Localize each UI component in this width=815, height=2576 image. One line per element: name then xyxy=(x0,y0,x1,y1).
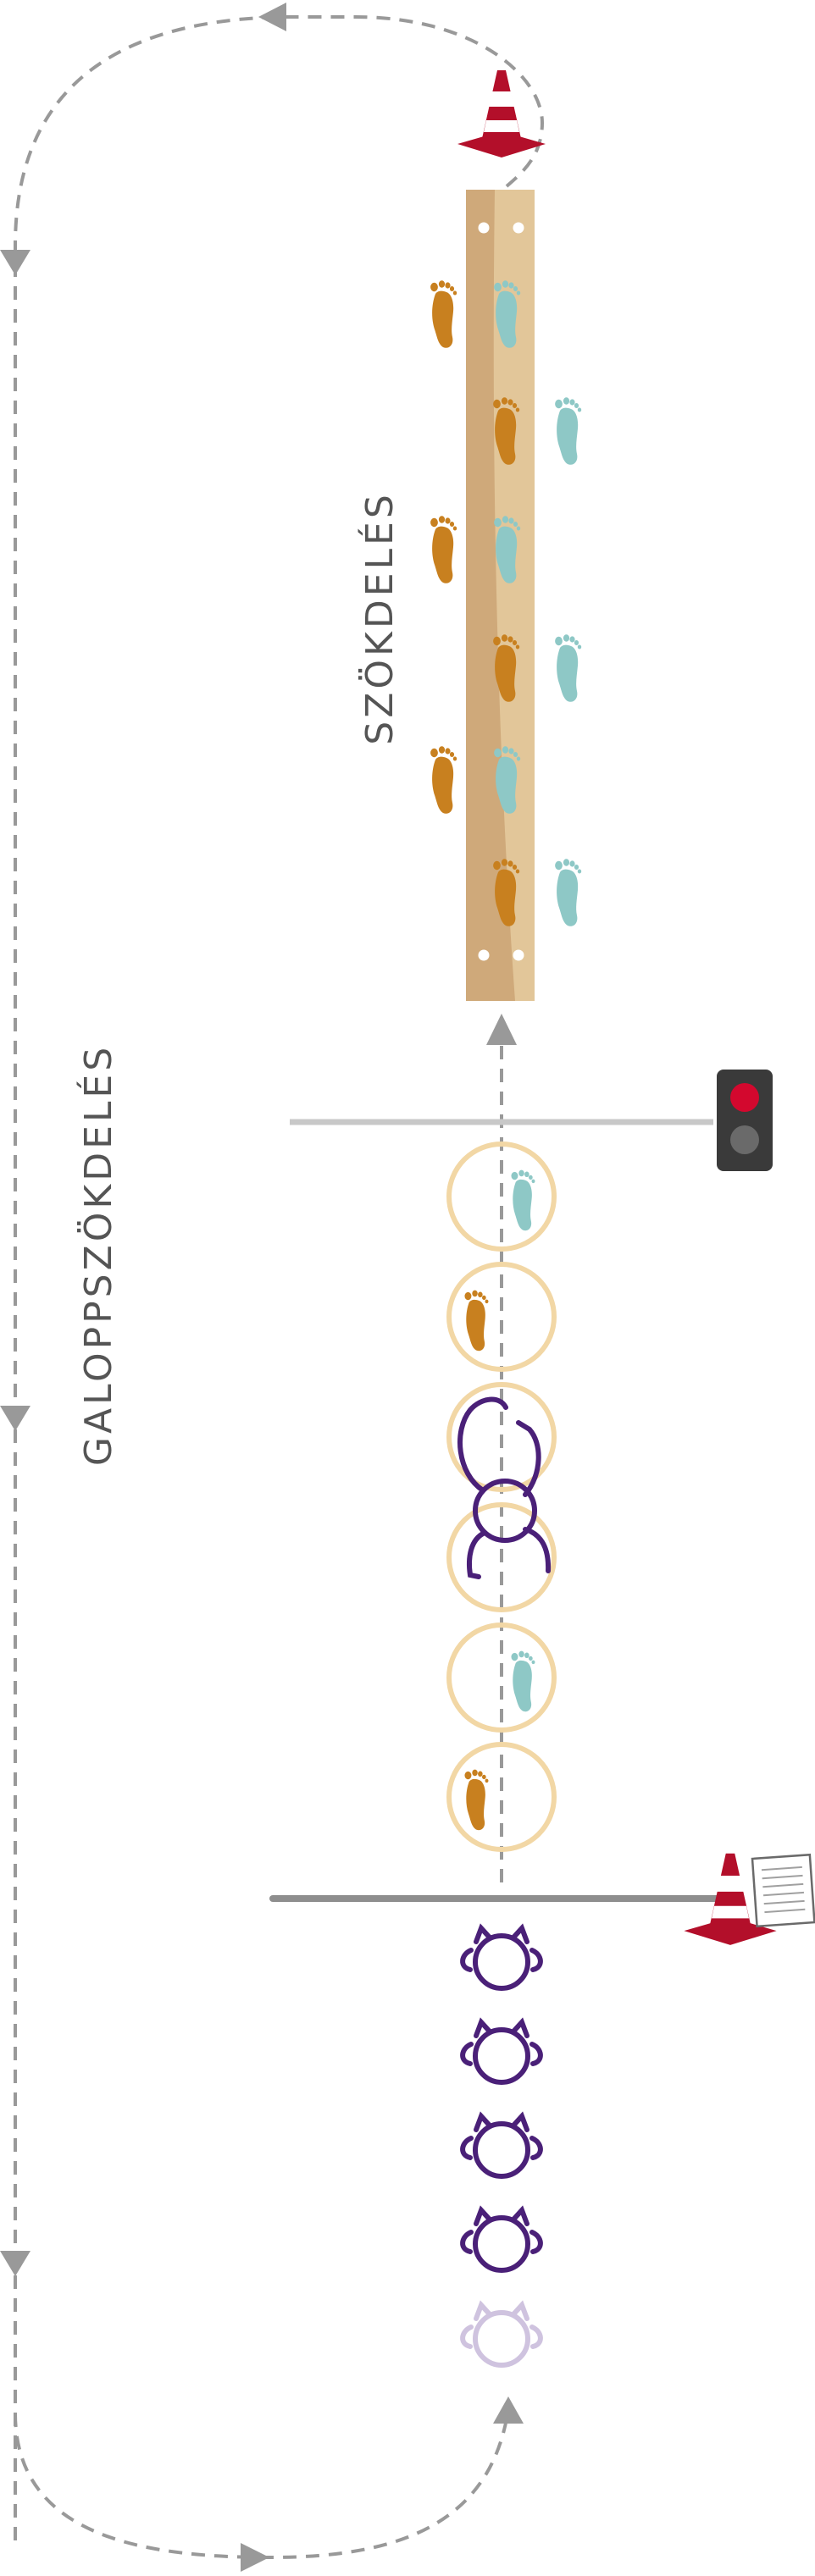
arrow-icon xyxy=(0,2251,30,2276)
arrow-icon xyxy=(486,1014,517,1045)
hoop-icon xyxy=(446,1382,557,1492)
child-icon xyxy=(463,1928,541,1988)
gallop-skipping-label: GALOPPSZÖKDELÉS xyxy=(75,1044,120,1466)
direction-arrows xyxy=(0,3,524,2572)
children-queue xyxy=(463,1928,541,2365)
footprint-icon xyxy=(430,516,457,583)
footprint-icon xyxy=(430,746,457,814)
hoop-icon xyxy=(446,1262,557,1372)
hoop-icon xyxy=(446,1742,557,1852)
child-icon xyxy=(463,2305,541,2365)
hoop-icon xyxy=(446,1622,557,1733)
hoop-icon xyxy=(446,1502,557,1612)
arrow-icon xyxy=(493,2396,524,2424)
traffic-light-icon xyxy=(717,1070,773,1171)
clipboard-icon xyxy=(751,1853,815,1928)
hoops xyxy=(446,1142,557,1852)
traffic-cone-icon xyxy=(457,70,546,158)
jumping-child xyxy=(457,1396,552,1579)
footprint-icon xyxy=(555,397,582,465)
arrow-icon xyxy=(258,3,286,31)
child-icon xyxy=(463,2210,541,2270)
footprint-icon xyxy=(555,859,582,926)
child-icon xyxy=(463,2116,541,2176)
footprint-icon xyxy=(464,1769,489,1831)
footprint-icon xyxy=(555,634,582,702)
arrow-icon xyxy=(0,250,30,275)
footprint-icon xyxy=(511,1650,535,1712)
arrow-icon xyxy=(0,1406,30,1431)
footprint-icon xyxy=(430,280,457,348)
arrow-icon xyxy=(241,2543,269,2572)
child-icon xyxy=(463,2022,541,2082)
footprint-icon xyxy=(511,1169,535,1231)
skipping-label: SZÖKDELÉS xyxy=(357,491,402,744)
hoop-icon xyxy=(446,1142,557,1252)
footprint-icon xyxy=(464,1290,489,1352)
